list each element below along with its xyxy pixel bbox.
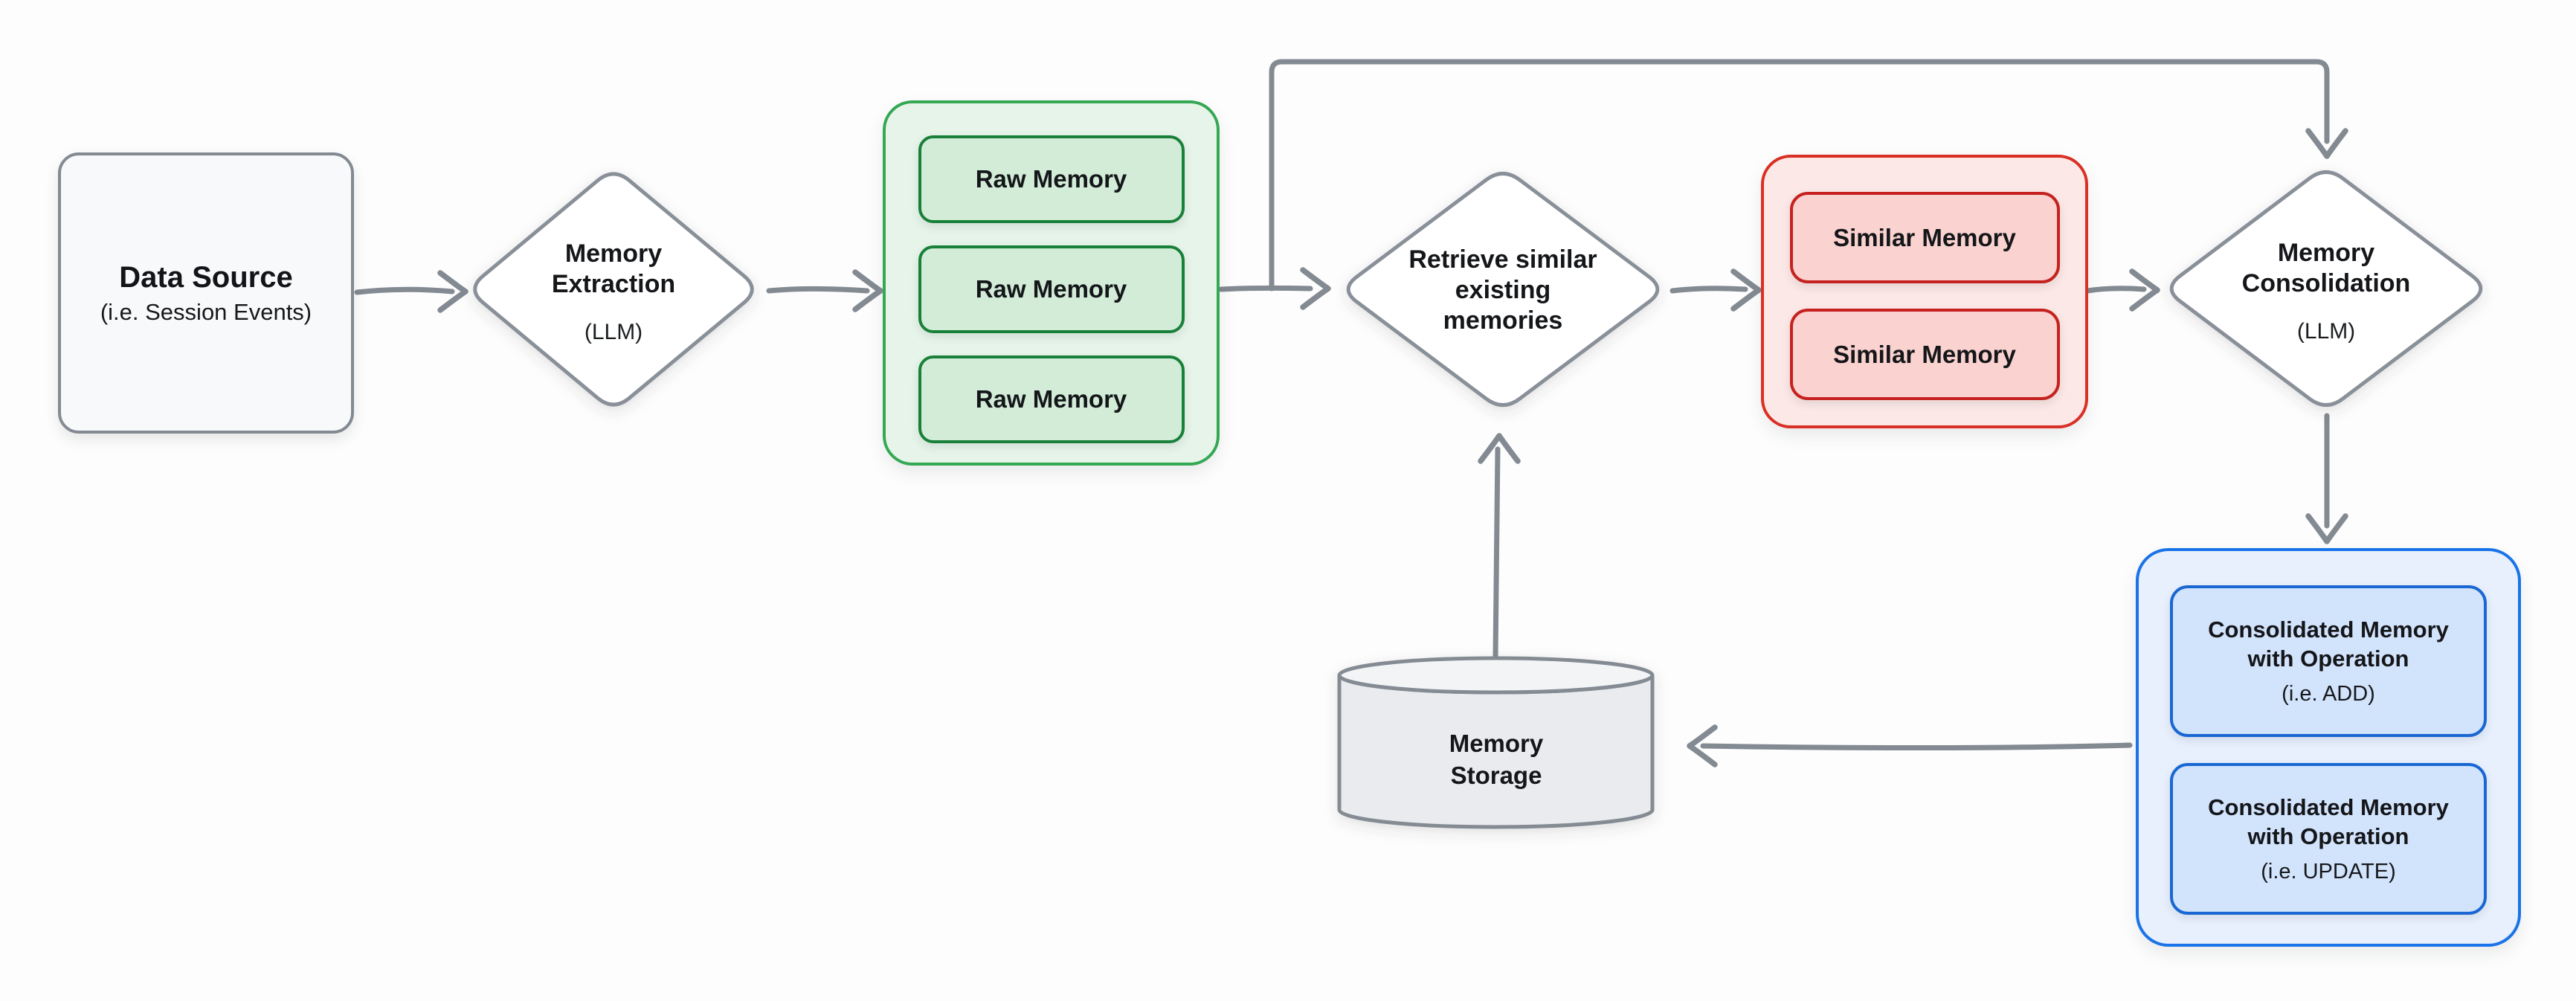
arrow-extraction-to-rawmemory xyxy=(766,269,883,312)
data-source-node: Data Source (i.e. Session Events) xyxy=(58,152,354,434)
arrow-consolidated-to-storage xyxy=(1687,724,2133,767)
similar-memory-label: Similar Memory xyxy=(1833,340,2016,368)
consolidated-memory-item: Consolidated Memory with Operation (i.e.… xyxy=(2170,763,2487,915)
data-source-subtitle: (i.e. Session Events) xyxy=(100,298,312,325)
similar-memory-label: Similar Memory xyxy=(1833,223,2016,251)
arrow-similar-to-consolidation xyxy=(2084,268,2160,312)
arrow-consolidation-to-consolidated xyxy=(2305,413,2348,544)
memory-consolidation-title: Memory Consolidation xyxy=(2241,239,2411,297)
memory-consolidation-label: Memory Consolidation (LLM) xyxy=(2200,225,2453,358)
raw-memory-group: Raw Memory Raw Memory Raw Memory xyxy=(883,100,1220,466)
similar-memory-group: Similar Memory Similar Memory xyxy=(1761,155,2088,428)
consolidated-memory-operation: (i.e. ADD) xyxy=(2282,682,2375,707)
raw-memory-label: Raw Memory xyxy=(975,165,1127,193)
consolidated-memory-group: Consolidated Memory with Operation (i.e.… xyxy=(2136,548,2521,947)
memory-extraction-diamond xyxy=(473,172,754,407)
memory-storage-title: Memory Storage xyxy=(1449,730,1544,789)
consolidated-memory-operation: (i.e. UPDATE) xyxy=(2261,860,2396,884)
consolidated-memory-label: Consolidated Memory with Operation xyxy=(2208,616,2449,672)
retrieve-memories-diamond xyxy=(1346,171,1660,408)
retrieve-memories-title: Retrieve similar existing memories xyxy=(1408,245,1597,335)
arrow-retrieve-to-similar xyxy=(1669,268,1762,312)
memory-storage-label: Memory Storage xyxy=(1385,715,1608,805)
raw-memory-item: Raw Memory xyxy=(918,355,1185,443)
consolidated-memory-item: Consolidated Memory with Operation (i.e.… xyxy=(2170,585,2487,737)
arrow-datasource-to-extraction xyxy=(354,270,468,313)
memory-extraction-label: Memory Extraction (LLM) xyxy=(487,225,740,359)
arrow-storage-to-retrieve xyxy=(1478,433,1521,659)
raw-memory-label: Raw Memory xyxy=(975,275,1127,303)
data-source-title: Data Source xyxy=(119,260,293,294)
raw-memory-item: Raw Memory xyxy=(918,245,1185,333)
memory-storage-cylinder xyxy=(1337,656,1655,829)
feedback-line-to-consolidation xyxy=(1269,59,2348,292)
memory-consolidation-subtitle: (LLM) xyxy=(2296,318,2356,344)
memory-extraction-subtitle: (LLM) xyxy=(584,319,643,344)
memory-consolidation-diamond xyxy=(2169,170,2483,408)
raw-memory-label: Raw Memory xyxy=(975,385,1127,413)
consolidated-memory-label: Consolidated Memory with Operation xyxy=(2208,794,2449,849)
retrieve-memories-label: Retrieve similar existing memories xyxy=(1369,231,1637,349)
similar-memory-item: Similar Memory xyxy=(1789,192,2060,283)
arrow-rawmemory-to-retrieve xyxy=(1218,267,1331,310)
similar-memory-item: Similar Memory xyxy=(1789,309,2060,400)
memory-extraction-title: Memory Extraction xyxy=(551,239,676,298)
raw-memory-item: Raw Memory xyxy=(918,135,1185,223)
